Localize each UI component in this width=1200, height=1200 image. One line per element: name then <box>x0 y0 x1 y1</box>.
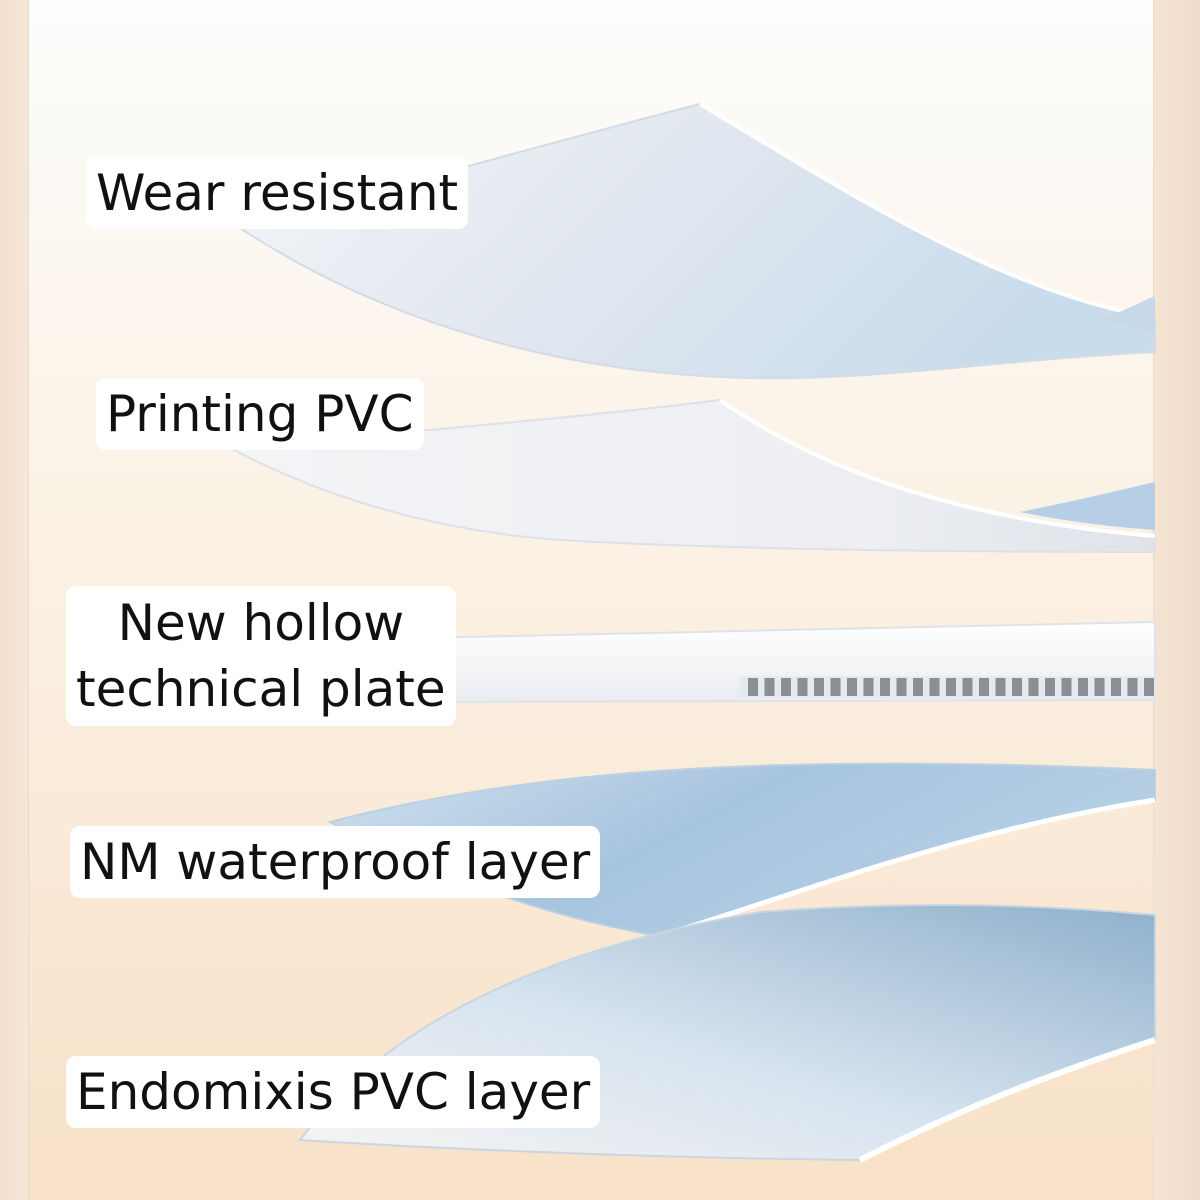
layer-label-wear-resistant: Wear resistant <box>86 157 469 229</box>
hollow-cell <box>748 678 758 696</box>
hollow-cell <box>1028 678 1039 696</box>
hollow-cell <box>1045 678 1055 696</box>
layer-label-endomixis-pvc: Endomixis PVC layer <box>66 1056 601 1128</box>
left-frame-border <box>0 0 29 1200</box>
hollow-cell <box>913 678 923 696</box>
hollow-cell <box>946 678 956 696</box>
hollow-cell <box>896 678 907 696</box>
hollow-cell <box>814 678 824 696</box>
hollow-cell <box>830 678 841 696</box>
hollow-cell <box>880 678 890 696</box>
hollow-cell <box>1078 678 1088 696</box>
wear-resistant-sheet <box>237 102 1156 380</box>
hollow-technical-plate <box>418 620 1156 704</box>
layer-label-nm-waterproof: NM waterproof layer <box>70 826 601 898</box>
right-frame-border <box>1153 0 1200 1200</box>
hollow-cell <box>1012 678 1022 696</box>
hollow-cell <box>1111 678 1121 696</box>
layer-label-printing-pvc: Printing PVC <box>96 378 424 450</box>
hollow-cell <box>781 678 791 696</box>
printing-pvc-sheet <box>226 398 1156 554</box>
hollow-cell <box>1144 678 1154 696</box>
hollow-cell <box>764 678 775 696</box>
hollow-cell <box>929 678 940 696</box>
hollow-cell <box>1094 678 1105 696</box>
hollow-cell <box>847 678 857 696</box>
hollow-cell <box>1061 678 1072 696</box>
hollow-cell <box>979 678 989 696</box>
hollow-cell <box>962 678 973 696</box>
hollow-cell <box>1127 678 1138 696</box>
hollow-cell <box>863 678 874 696</box>
hollow-cell <box>797 678 808 696</box>
layer-label-hollow-technical-plate: New hollow technical plate <box>66 586 456 726</box>
hollow-cells <box>748 678 1154 696</box>
hollow-cell <box>995 678 1006 696</box>
